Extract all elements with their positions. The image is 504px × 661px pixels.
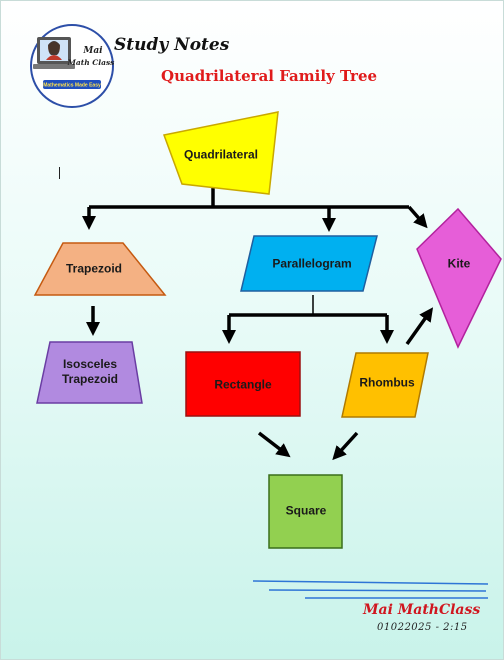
trapezoid-shape [33, 242, 167, 296]
kite-shape [416, 207, 502, 349]
arrow-to-kite [407, 205, 428, 229]
logo-brand-line2: Math Class [67, 58, 115, 67]
isosceles-trapezoid-shape [36, 341, 143, 404]
arrow-rectangle-to-square [257, 431, 291, 458]
square-shape [268, 474, 343, 549]
mai-math-class-logo: Mai Math Class Mathematics Made Easy [30, 24, 115, 108]
isosceles-label-line1: Isosceles [62, 357, 118, 371]
arrow-rhombus-to-kite [405, 307, 434, 346]
trapezoid-label: Trapezoid [65, 261, 123, 276]
rectangle-label: Rectangle [214, 377, 272, 392]
kite-label: Kite [447, 256, 471, 271]
rhombus-label: Rhombus [359, 375, 415, 390]
parallelogram-label: Parallelogram [272, 256, 352, 271]
text-cursor [59, 167, 60, 179]
connector-lines [82, 187, 434, 461]
isosceles-label-line2: Trapezoid [61, 372, 119, 386]
study-notes-heading: Study Notes [114, 35, 230, 55]
author-signature: Mai MathClass [363, 602, 481, 618]
parallelogram-shape [240, 235, 378, 292]
logo-tagline: Mathematics Made Easy [43, 83, 101, 89]
quadrilateral-label: Quadrilateral [183, 147, 259, 162]
rhombus-shape [341, 352, 429, 418]
isosceles-trapezoid-label: Isosceles Trapezoid [62, 357, 118, 387]
square-label: Square [285, 503, 327, 518]
quadrilateral-shape [162, 111, 279, 195]
arrow-rhombus-to-square [332, 431, 359, 461]
logo-brand-line1: Mai [82, 46, 103, 56]
page-title: Quadrilateral Family Tree [161, 67, 378, 85]
rectangle-shape [185, 351, 301, 417]
date-stamp: 01022025 - 2:15 [377, 622, 468, 633]
